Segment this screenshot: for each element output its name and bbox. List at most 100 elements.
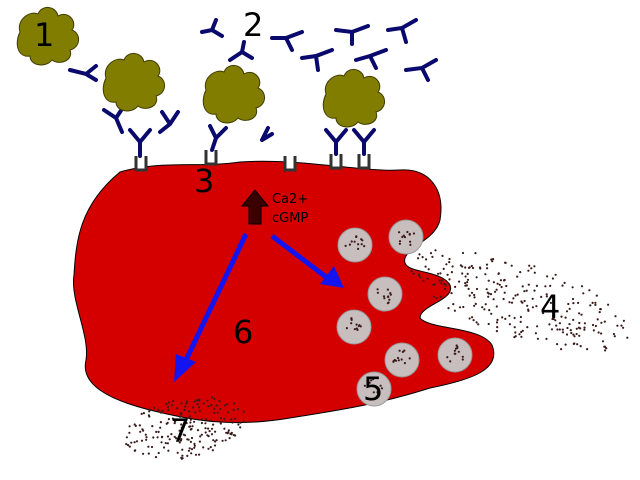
mediator-dot: [575, 327, 578, 330]
mediator-dot: [495, 321, 499, 324]
mediator-dot: [348, 243, 351, 246]
mediator-dot: [490, 258, 493, 261]
mediator-dot: [521, 285, 524, 288]
mediator-dot: [487, 295, 490, 298]
mediator-dot: [418, 253, 421, 256]
mediator-dot: [128, 445, 131, 448]
mediator-dot: [230, 431, 233, 434]
mediator-dot: [468, 317, 471, 320]
mediator-dot: [561, 331, 565, 334]
mediator-dot: [442, 267, 445, 270]
label-2: 2: [243, 6, 263, 44]
mediator-dot: [234, 417, 237, 420]
mediator-dot: [398, 231, 401, 234]
mediator-dot: [554, 319, 557, 322]
mediator-dot: [186, 454, 189, 457]
mediator-dot: [204, 422, 207, 425]
mediator-dot: [525, 289, 528, 292]
granule: [367, 276, 403, 312]
mediator-dot: [536, 337, 540, 340]
mediator-dot: [183, 408, 186, 412]
mediator-dot: [548, 323, 551, 326]
mediator-dot: [592, 329, 596, 332]
mediator-dot: [445, 263, 448, 266]
mediator-dot: [583, 326, 586, 329]
mediator-dot: [470, 264, 473, 268]
mediator-dot: [135, 440, 139, 443]
mediator-dot: [242, 410, 245, 413]
mediator-dot: [554, 273, 557, 276]
mediator-dot: [186, 438, 189, 441]
mediator-dot: [224, 439, 227, 442]
mediator-dot: [214, 430, 217, 433]
mediator-dot: [176, 451, 179, 454]
mediator-dot: [492, 281, 495, 284]
mediator-dot: [571, 297, 575, 301]
mediator-dot: [578, 334, 581, 337]
mediator-dot: [223, 417, 226, 420]
mediator-dot: [580, 313, 583, 316]
mediator-dot: [467, 287, 470, 290]
mediator-dot: [350, 322, 353, 325]
mediator-dot: [164, 442, 167, 445]
mediator-dot: [128, 425, 131, 428]
mediator-dot: [612, 332, 616, 336]
mediator-dot: [513, 336, 516, 339]
mediator-dot: [565, 310, 569, 313]
mediator-dot: [552, 317, 555, 321]
mediator-dot: [586, 348, 589, 351]
mediator-dot: [162, 446, 166, 449]
mediator-dot: [568, 307, 571, 310]
mediator-dot: [441, 254, 444, 257]
mediator-dot: [459, 264, 462, 267]
mediator-dot: [125, 443, 128, 446]
mediator-dot: [142, 452, 145, 455]
mediator-dot: [409, 243, 412, 246]
mediator-dot: [189, 421, 192, 424]
mediator-dot: [569, 329, 572, 332]
mediator-dot: [210, 433, 214, 436]
mediator-dot: [171, 404, 174, 407]
mediator-dot: [165, 402, 168, 405]
mediator-dot: [376, 288, 379, 291]
mediator-dot: [397, 359, 400, 362]
mediator-dot: [475, 287, 479, 291]
mediator-dot: [155, 430, 158, 433]
mediator-dot: [555, 324, 558, 327]
granule: [337, 227, 373, 263]
mediator-dot: [499, 279, 502, 282]
mediator-dot: [401, 350, 404, 353]
label-6: 6: [233, 313, 253, 351]
mediator-dot: [231, 421, 234, 424]
mediator-dot: [216, 411, 219, 414]
mediator-dot: [190, 448, 194, 451]
antigen-2: [102, 52, 166, 112]
mediator-dot: [199, 435, 202, 438]
released-mediators-4: [410, 249, 629, 352]
mediator-dot: [527, 308, 530, 311]
mediator-dot: [182, 433, 185, 436]
mediator-dot: [198, 399, 201, 402]
mediator-dot: [138, 424, 141, 427]
mediator-dot: [239, 426, 242, 429]
mediator-dot: [519, 315, 523, 319]
mediator-dot: [167, 449, 170, 452]
mediator-dot: [239, 421, 242, 424]
antigen-4: [322, 68, 386, 128]
receptor-4: [329, 152, 343, 170]
mediator-dot: [519, 271, 522, 274]
mediator-dot: [473, 296, 476, 299]
mediator-dot: [389, 292, 392, 295]
mediator-dot: [510, 301, 514, 304]
mediator-dot: [535, 284, 539, 287]
mediator-dot: [181, 448, 184, 451]
mediator-dot: [212, 423, 215, 426]
mediator-dot: [526, 304, 529, 307]
mediator-dot: [450, 292, 453, 295]
mediator-dot: [398, 240, 402, 243]
mediator-dot: [496, 318, 499, 321]
mediator-dot: [582, 292, 585, 295]
mediator-dot: [207, 427, 210, 430]
mediator-dot: [226, 411, 229, 414]
